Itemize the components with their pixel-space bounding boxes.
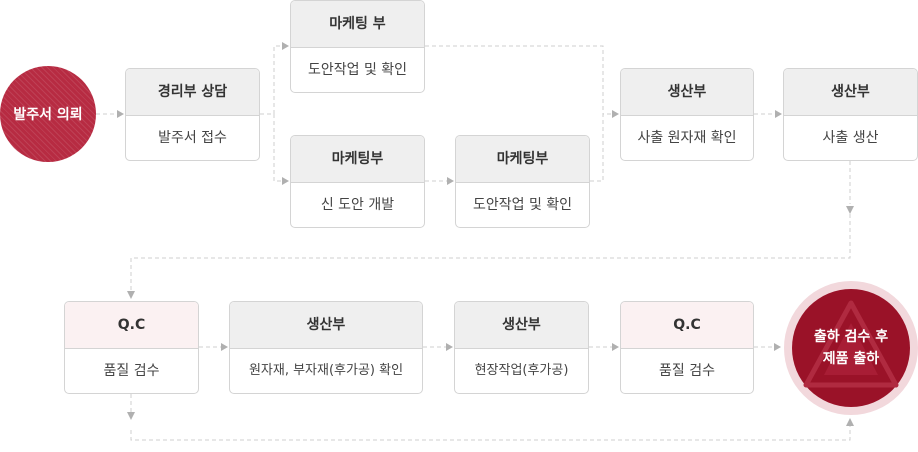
arrow-up-to-end (846, 418, 854, 426)
start-label: 발주서 의뢰 (13, 107, 83, 123)
end-node: 출하 검수 후 제품 출하 (792, 289, 910, 407)
step-marketing-b: 마케팅부 신 도안 개발 (290, 135, 425, 228)
arrow-to-production-b (775, 110, 782, 118)
arrow-to-marketing-c (447, 177, 454, 185)
start-node: 발주서 의뢰 (0, 66, 96, 162)
step-title: Q.C (621, 302, 753, 349)
connector-return-row2 (130, 214, 851, 294)
step-desc: 품질 검수 (103, 363, 160, 379)
step-desc: 도안작업 및 확인 (307, 62, 408, 78)
step-qc-a: Q.C 품질 검수 (64, 301, 199, 394)
step-accounting: 경리부 상담 발주서 접수 (125, 68, 260, 161)
end-label-line1: 출하 검수 후 (813, 329, 889, 345)
step-desc: 현장작업(후가공) (474, 363, 569, 378)
step-production-b: 생산부 사출 생산 (783, 68, 918, 161)
arrow-to-qc-b (612, 343, 619, 351)
arrow-to-marketing-a (282, 42, 289, 50)
arrow-to-qc-a (127, 291, 135, 299)
connector-return-end (130, 425, 851, 441)
step-desc: 사출 원자재 확인 (637, 130, 737, 146)
arrow-to-production-c (221, 343, 228, 351)
step-title: 생산부 (621, 69, 753, 116)
step-production-d: 생산부 현장작업(후가공) (454, 301, 589, 394)
step-desc: 도안작업 및 확인 (472, 197, 573, 213)
step-title: 마케팅 부 (291, 1, 424, 48)
step-desc: 사출 생산 (822, 130, 879, 146)
step-title: 경리부 상담 (126, 69, 259, 116)
arrow-to-production-d (446, 343, 453, 351)
step-title: 생산부 (455, 302, 588, 349)
arrow-to-marketing-b (282, 177, 289, 185)
arrow-down-production-b (846, 206, 854, 214)
step-title: 생산부 (784, 69, 917, 116)
step-qc-b: Q.C 품질 검수 (620, 301, 754, 394)
step-desc: 신 도안 개발 (320, 197, 395, 213)
step-production-a: 생산부 사출 원자재 확인 (620, 68, 754, 161)
step-marketing-a: 마케팅 부 도안작업 및 확인 (290, 0, 425, 93)
end-label: 출하 검수 후 제품 출하 (792, 289, 910, 407)
step-desc: 발주서 접수 (158, 130, 227, 146)
arrow-to-production-a (612, 110, 619, 118)
connector-marketing-a-merge (425, 45, 604, 114)
connector-accounting-marketing-a (260, 45, 284, 115)
step-desc: 원자재, 부자재(후가공) 확인 (248, 363, 404, 378)
arrow-down-qc-a (127, 412, 135, 420)
arrow-to-accounting (117, 110, 124, 118)
connector-marketing-c-production-a (590, 113, 614, 182)
step-title: 마케팅부 (456, 136, 589, 183)
step-desc: 품질 검수 (659, 363, 715, 379)
triangle-emblem-icon (803, 300, 899, 388)
step-title: 마케팅부 (291, 136, 424, 183)
step-production-c: 생산부 원자재, 부자재(후가공) 확인 (229, 301, 423, 394)
connector-accounting-marketing-b (273, 114, 284, 182)
step-marketing-c: 마케팅부 도안작업 및 확인 (455, 135, 590, 228)
end-label-line2: 제품 출하 (822, 351, 880, 367)
arrow-to-end (774, 343, 781, 351)
step-title: 생산부 (230, 302, 422, 349)
step-title: Q.C (65, 302, 198, 349)
